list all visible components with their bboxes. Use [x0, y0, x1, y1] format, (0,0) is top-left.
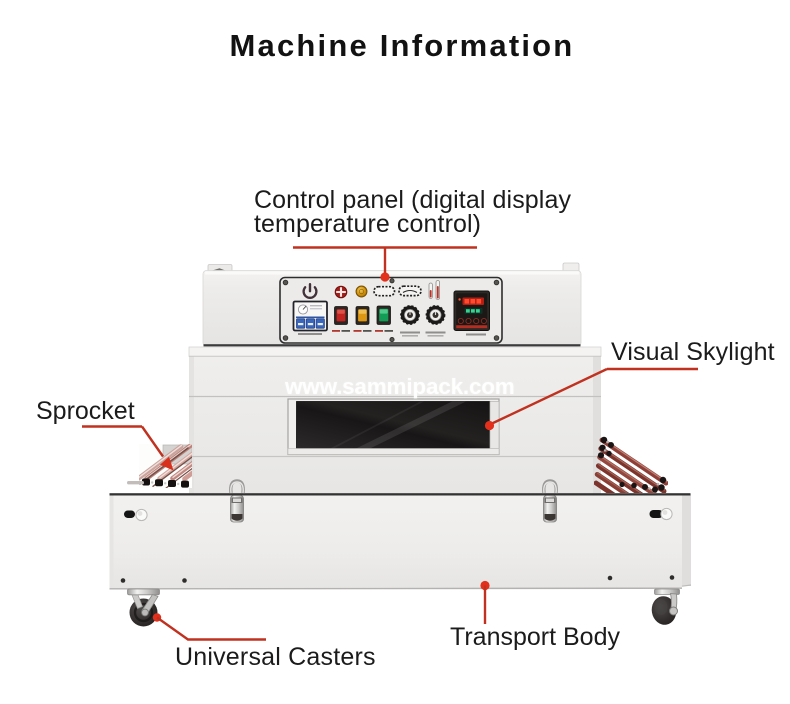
conveyor-rollers-right: [594, 436, 668, 493]
annotation-visual-skylight: [484, 367, 698, 431]
annotation-control-panel: [293, 246, 477, 282]
voltmeter-caption: [298, 333, 322, 335]
caster-right: [651, 588, 680, 625]
label-control-panel: Control panel (digital display temperatu…: [254, 186, 572, 239]
roller-bearings-left: [151, 481, 180, 486]
controller-buttons: [457, 317, 487, 325]
handle-left: [124, 508, 148, 522]
draw-latch-left: [229, 479, 245, 523]
annotation-universal-casters: [152, 613, 266, 641]
conveyor-rollers-left: [139, 444, 192, 488]
green-pushbutton: [375, 305, 393, 332]
control-bar-top-highlight: [205, 271, 579, 275]
power-icon: [302, 283, 318, 299]
draw-latch-right: [542, 479, 558, 523]
base-right-side-face: [682, 494, 691, 586]
skylight-sill: [287, 448, 500, 455]
tunnel-top-face: [188, 346, 602, 357]
base-screws: [120, 575, 675, 583]
label-control-panel-line2: temperature control): [254, 210, 482, 239]
speed-knob: [400, 305, 420, 337]
annotation-control-panel-dot: [380, 272, 390, 282]
skylight-reflection: [356, 401, 466, 449]
transport-body-base: [109, 479, 692, 590]
amber-pushbutton: [353, 306, 372, 332]
base-bottom-edge: [109, 587, 683, 590]
label-control-panel-line1: Control panel (digital display: [254, 186, 572, 215]
annotation-marks: [82, 246, 698, 641]
shrink-tunnel-machine: [109, 262, 692, 627]
watermark-text: www.sammipack.com: [285, 373, 515, 399]
vent-slot-left: [373, 285, 396, 297]
annotation-visual-skylight-dot: [484, 420, 495, 431]
control-panel: [279, 276, 503, 344]
vent-slot-right: [398, 285, 422, 297]
handle-right: [649, 507, 673, 521]
skylight-window: [287, 398, 500, 456]
annotation-sprocket-arrowhead: [160, 456, 174, 471]
heating-tunnel: [188, 346, 602, 494]
base-top-edge: [109, 493, 691, 496]
temperature-knob: [425, 305, 446, 337]
voltmeter-breakers: [296, 318, 325, 329]
page-title: Machine Information: [229, 27, 575, 63]
plate-screws: [282, 278, 500, 343]
label-universal-casters: Universal Casters: [175, 643, 376, 671]
skylight-reflection-2: [330, 401, 424, 449]
amber-indicator-lamp: [355, 285, 368, 298]
roller-end-caps-right: [597, 436, 667, 493]
voltmeter: [292, 300, 328, 335]
red-pushbutton: [332, 306, 350, 332]
label-transport-body: Transport Body: [450, 623, 620, 652]
roller-end-caps-left: [142, 478, 189, 488]
temperature-controller: [453, 290, 490, 336]
label-visual-skylight: Visual Skylight: [611, 338, 775, 366]
annotation-transport-body: [480, 580, 490, 624]
roller-bearings-right: [603, 440, 660, 490]
annotation-sprocket: [82, 425, 174, 471]
roller-shadow-left: [127, 481, 144, 485]
thermometer-icon: [428, 280, 440, 300]
base-front-face: [109, 494, 682, 589]
emergency-cross-button: [334, 285, 348, 299]
control-bar-bottom-edge: [203, 344, 581, 347]
tunnel-left-edge-shade: [189, 356, 194, 494]
label-sprocket: Sprocket: [36, 397, 135, 426]
skylight-glass: [296, 401, 491, 449]
base-left-edge-shade: [109, 494, 114, 589]
caster-left: [127, 588, 160, 627]
tunnel-right-side-face: [593, 356, 601, 494]
